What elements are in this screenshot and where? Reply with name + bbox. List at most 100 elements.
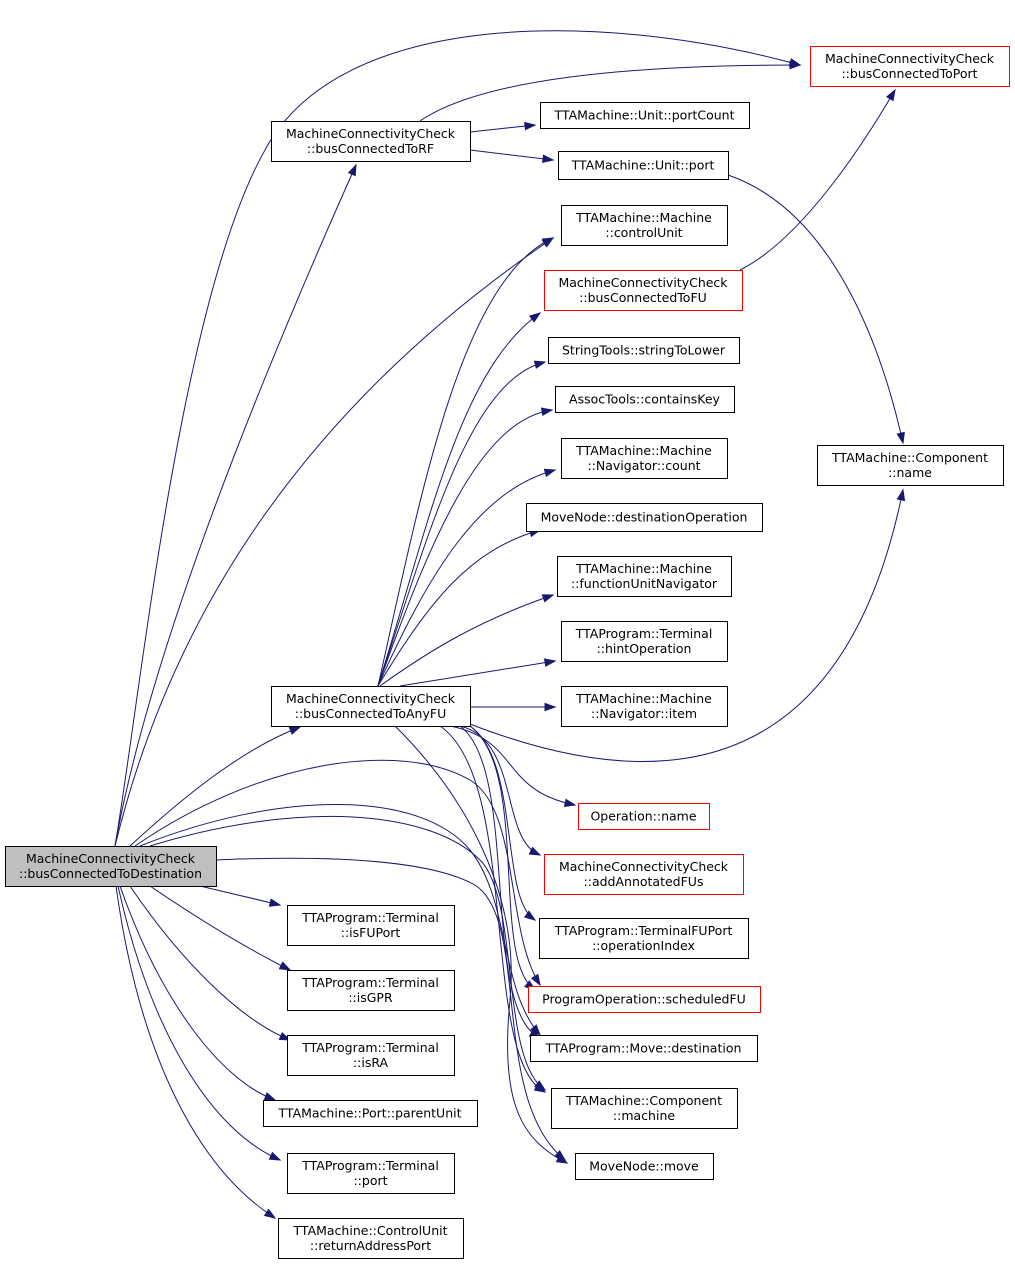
- edge-anyFU-to-navItem: [470, 702, 557, 712]
- node-label: ::busConnectedToDestination: [19, 866, 202, 881]
- arrow-head: [533, 360, 547, 369]
- edge-line: [377, 529, 541, 687]
- node-controlUnit[interactable]: TTAMachine::Machine::controlUnit: [561, 205, 728, 246]
- node-retAddr[interactable]: TTAMachine::ControlUnit::returnAddressPo…: [278, 1218, 464, 1259]
- node-destOp[interactable]: MoveNode::destinationOperation: [526, 503, 763, 532]
- node-anyFU[interactable]: MachineConnectivityCheck::busConnectedTo…: [271, 686, 471, 727]
- node-label: TTAMachine::Component: [831, 450, 988, 465]
- arrow-head: [542, 154, 555, 164]
- node-label: MachineConnectivityCheck: [26, 851, 196, 866]
- node-toLower[interactable]: StringTools::stringToLower: [548, 337, 740, 364]
- node-opName[interactable]: Operation::name: [578, 803, 710, 830]
- edge-line: [117, 885, 281, 1161]
- arrow-head: [543, 468, 557, 478]
- edge-dest-to-anyFU: [129, 726, 302, 847]
- node-termPort[interactable]: TTAProgram::Terminal::port: [287, 1153, 455, 1194]
- node-dest[interactable]: MachineConnectivityCheck::busConnectedTo…: [5, 846, 217, 887]
- node-fuNav[interactable]: TTAMachine::Machine::functionUnitNavigat…: [557, 556, 732, 597]
- node-box: [5, 846, 217, 887]
- edge-line: [114, 237, 554, 847]
- node-hintOp[interactable]: TTAProgram::Terminal::hintOperation: [561, 621, 728, 662]
- edge-line: [469, 725, 536, 991]
- node-unitPort[interactable]: TTAMachine::Unit::port: [558, 151, 729, 180]
- node-box: [544, 270, 743, 311]
- node-addAnn[interactable]: MachineConnectivityCheck::addAnnotatedFU…: [544, 854, 744, 895]
- edge-line: [129, 885, 291, 1041]
- edge-line: [399, 660, 556, 687]
- arrow-head: [541, 594, 555, 603]
- node-isGPR[interactable]: TTAProgram::Terminal::isGPR: [287, 970, 455, 1011]
- node-box: [528, 986, 761, 1013]
- node-label: MachineConnectivityCheck: [558, 275, 728, 290]
- arrow-head: [540, 407, 554, 416]
- node-portCount[interactable]: TTAMachine::Unit::portCount: [540, 102, 750, 129]
- edge-line: [739, 89, 896, 271]
- node-box: [548, 337, 740, 364]
- node-opIndex[interactable]: TTAProgram::TerminalFUPort::operationInd…: [539, 918, 749, 959]
- edge-anyFU-to-toFU: [377, 312, 542, 687]
- edge-toRF-to-toPort: [419, 60, 802, 122]
- arrow-head: [268, 898, 282, 907]
- node-box: [561, 621, 728, 662]
- arrow-head: [563, 798, 577, 808]
- edge-line: [469, 124, 536, 133]
- node-label: MoveNode::move: [589, 1159, 699, 1174]
- node-box: [539, 918, 749, 959]
- edge-line: [377, 312, 541, 687]
- edge-dest-to-isRA: [129, 885, 292, 1041]
- node-box: [271, 121, 471, 162]
- node-isFUPort[interactable]: TTAProgram::Terminal::isFUPort: [287, 905, 455, 946]
- edge-line: [377, 469, 556, 687]
- edge-anyFU-to-addAnn: [459, 725, 542, 856]
- edge-anyFU-to-controlUnit: [377, 237, 555, 687]
- node-toFU[interactable]: MachineConnectivityCheck::busConnectedTo…: [544, 270, 743, 311]
- node-label: ::Navigator::count: [587, 458, 700, 473]
- edge-anyFU-to-compName: [469, 488, 906, 763]
- node-label: TTAProgram::Terminal: [575, 626, 713, 641]
- node-label: ::busConnectedToAnyFU: [295, 706, 446, 721]
- edge-line: [469, 149, 554, 161]
- edge-line: [149, 885, 291, 971]
- node-containsKey[interactable]: AssocTools::containsKey: [555, 386, 735, 413]
- node-label: TTAProgram::TerminalFUPort: [554, 923, 733, 938]
- edge-line: [119, 885, 276, 1101]
- edge-toRF-to-unitPort: [469, 149, 555, 164]
- node-box: [263, 1100, 478, 1127]
- node-box: [287, 1035, 455, 1076]
- node-box: [287, 970, 455, 1011]
- node-label: ::returnAddressPort: [310, 1238, 431, 1253]
- edge-dest-to-termPort: [117, 885, 282, 1161]
- node-parentUnit[interactable]: TTAMachine::Port::parentUnit: [263, 1100, 478, 1127]
- node-label: TTAMachine::ControlUnit: [292, 1223, 447, 1238]
- edge-line: [379, 594, 554, 687]
- arrow-head: [288, 726, 302, 735]
- node-navItem[interactable]: TTAMachine::Machine::Navigator::item: [561, 686, 728, 727]
- node-moveDest[interactable]: TTAProgram::Move::destination: [530, 1035, 758, 1062]
- node-toPort[interactable]: MachineConnectivityCheck::busConnectedTo…: [810, 46, 1010, 87]
- node-toRF[interactable]: MachineConnectivityCheck::busConnectedTo…: [271, 121, 471, 162]
- edge-anyFU-to-containsKey: [377, 407, 554, 687]
- edge-line: [459, 725, 541, 856]
- edge-anyFU-to-opName: [449, 725, 577, 808]
- node-label: ::isFUPort: [341, 925, 401, 940]
- node-moveNode[interactable]: MoveNode::move: [575, 1153, 714, 1180]
- node-compName[interactable]: TTAMachine::Component::name: [817, 445, 1004, 486]
- node-box: [526, 503, 763, 532]
- edge-line: [449, 725, 576, 806]
- edge-dest-to-schedFU: [134, 759, 541, 987]
- edge-anyFU-to-opIndex: [469, 725, 537, 921]
- node-isRA[interactable]: TTAProgram::Terminal::isRA: [287, 1035, 455, 1076]
- arrow-head: [555, 1154, 569, 1164]
- edge-line: [377, 361, 546, 687]
- edge-dest-to-controlUnit: [114, 237, 555, 847]
- edge-line: [469, 489, 904, 763]
- edge-toFU-to-toPort: [739, 88, 896, 271]
- node-schedFU[interactable]: ProgramOperation::scheduledFU: [528, 986, 761, 1013]
- node-compMachine[interactable]: TTAMachine::Component::machine: [551, 1088, 738, 1129]
- node-navCount[interactable]: TTAMachine::Machine::Navigator::count: [561, 438, 728, 479]
- edge-anyFU-to-compMachine: [439, 725, 547, 1093]
- edge-line: [115, 885, 276, 1219]
- node-box: [540, 102, 750, 129]
- edge-anyFU-to-moveNode: [394, 725, 569, 1164]
